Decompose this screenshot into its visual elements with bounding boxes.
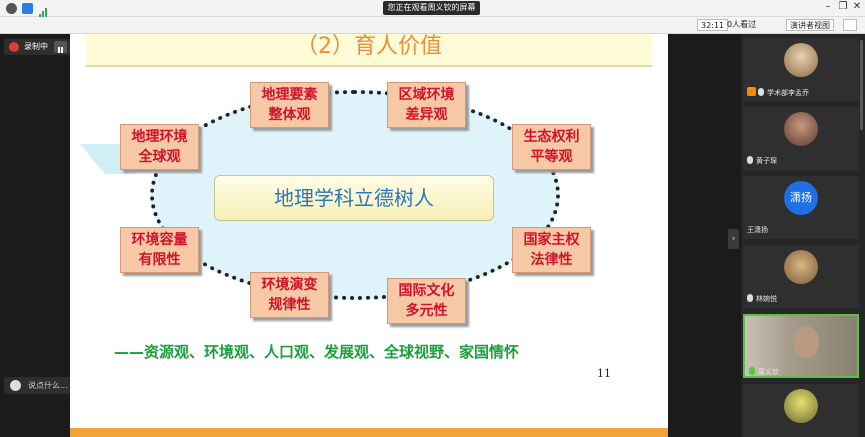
avatar [784, 112, 818, 146]
shield-icon[interactable] [22, 3, 33, 14]
avatar [784, 43, 818, 77]
participant-tile[interactable]: 黄子琛 [743, 107, 859, 170]
window-titlebar: 您正在观看周义钦的屏幕 – ❐ ✕ [0, 0, 865, 18]
node-global-view: 地理环境 全球观 [120, 124, 199, 170]
participant-tile-active[interactable]: 周义钦 [743, 314, 859, 378]
node-capacity-limit: 环境容量 有限性 [120, 227, 199, 273]
node-sovereignty-law: 国家主权 法律性 [512, 227, 591, 273]
emoji-icon[interactable] [10, 380, 21, 391]
chat-placeholder: 说点什么... [28, 381, 68, 390]
avatar: 潇扬 [784, 181, 818, 215]
viewer-count[interactable]: 0人看过 [727, 20, 757, 29]
panel-scrollbar[interactable] [860, 40, 863, 130]
node-evolution-law: 环境演变 规律性 [250, 272, 329, 318]
participant-name: 周义钦 [749, 367, 779, 377]
participant-name: 学术部李孟乔 [747, 87, 809, 98]
participant-tile[interactable] [743, 384, 859, 437]
mic-icon [758, 88, 764, 96]
slide-title-bar: （2）育人价值 [86, 34, 652, 67]
participant-name: 林婉悦 [747, 294, 777, 304]
participant-tile[interactable]: 林婉悦 [743, 245, 859, 308]
avatar [784, 389, 818, 423]
center-concept: 地理学科立德树人 [214, 175, 494, 221]
meeting-toolbar [0, 17, 865, 34]
speaker-face [793, 326, 819, 358]
recording-label: 录制中 [24, 42, 48, 51]
minimize-icon[interactable]: – [825, 1, 831, 12]
meeting-timer: 32:11 [697, 19, 729, 31]
slide-summary: ——资源观、环境观、人口观、发展观、全球视野、家国情怀 [114, 343, 520, 361]
mic-icon [749, 367, 755, 375]
mic-icon [747, 294, 753, 302]
avatar [784, 250, 818, 284]
info-icon[interactable] [6, 3, 17, 14]
restore-icon[interactable]: ❐ [838, 1, 848, 12]
node-element-holism: 地理要素 整体观 [250, 82, 329, 128]
layout-grid-icon[interactable] [843, 19, 857, 31]
slide-footer-bar [70, 428, 668, 437]
page-number: 11 [597, 367, 611, 380]
signal-icon [38, 3, 49, 18]
node-ecological-equality: 生态权利 平等观 [512, 124, 591, 170]
participant-tile[interactable]: 潇扬 王潇扬 [743, 176, 859, 239]
node-cultural-diversity: 国际文化 多元性 [387, 278, 466, 324]
record-icon [9, 42, 19, 52]
pause-recording-button[interactable] [54, 41, 67, 53]
left-gutter [0, 34, 70, 437]
host-badge-icon [747, 87, 756, 96]
speaker-view-button[interactable]: 演讲者视图 [786, 19, 834, 31]
node-regional-difference: 区域环境 差异观 [387, 82, 466, 128]
mic-icon [747, 156, 753, 164]
participant-name: 黄子琛 [747, 156, 777, 166]
shared-slide: （2）育人价值 地理学科立德树人 地理要素 整体观 区域环境 差异观 地理环境 … [70, 34, 668, 437]
close-icon[interactable]: ✕ [852, 1, 862, 12]
slide-title: （2）育人价值 [296, 34, 442, 59]
collapse-panel-button[interactable]: › [728, 229, 739, 249]
screen-share-banner[interactable]: 您正在观看周义钦的屏幕 [383, 1, 480, 15]
participant-tile[interactable]: 学术部李孟乔 [743, 38, 859, 101]
participant-name: 王潇扬 [747, 226, 768, 234]
